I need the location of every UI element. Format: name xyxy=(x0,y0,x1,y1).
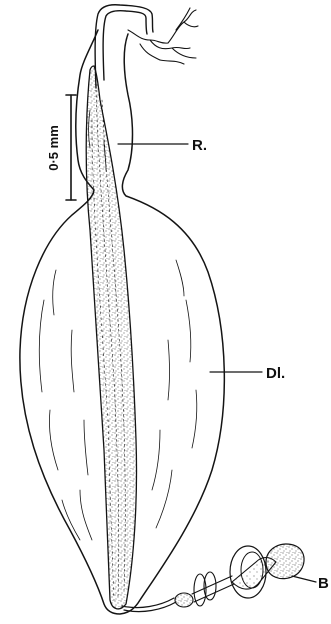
labels: R. Dl. B xyxy=(192,137,329,592)
label-bulb: B xyxy=(318,575,329,592)
scale-bar: 0·5 mm xyxy=(46,95,76,200)
duct xyxy=(95,5,153,88)
leader-lines xyxy=(118,144,316,582)
bulb-appendage xyxy=(122,544,304,612)
scale-bar-label: 0·5 mm xyxy=(46,125,61,171)
bulb-head xyxy=(266,544,304,579)
fibre-tufts xyxy=(128,8,198,64)
rectum xyxy=(86,66,136,609)
label-rectum: R. xyxy=(192,137,207,154)
label-diverticulum: Dl. xyxy=(266,365,285,382)
bulb-knob xyxy=(175,593,193,607)
